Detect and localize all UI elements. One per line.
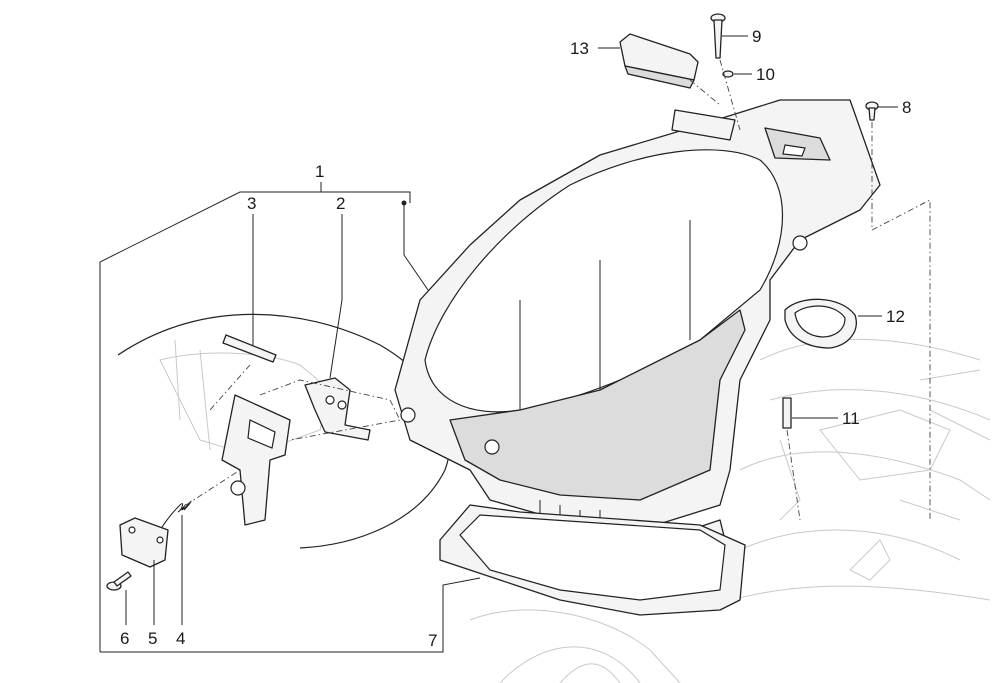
bezel-part-12 [784, 298, 857, 349]
callout-2: 2 [336, 194, 345, 213]
detail-inset [117, 313, 451, 549]
callout-labels: 1 2 3 4 5 6 7 8 9 10 11 12 13 [120, 27, 911, 650]
spring-part-4 [159, 469, 241, 531]
cover-part-13 [619, 33, 721, 106]
screw-part-6 [106, 571, 132, 591]
callout-7: 7 [428, 631, 437, 650]
pin-part-11 [782, 397, 801, 521]
callout-leaders [125, 35, 898, 632]
latch-part-2 [259, 377, 401, 441]
screw-part-8 [865, 101, 931, 520]
callout-6: 6 [120, 629, 129, 648]
callout-5: 5 [148, 629, 157, 648]
callout-11: 11 [842, 409, 860, 428]
callout-1: 1 [315, 162, 324, 181]
callout-9: 9 [752, 27, 761, 46]
bolt-part-9 [710, 13, 741, 131]
callout-4: 4 [176, 629, 185, 648]
callout-12: 12 [886, 307, 905, 326]
callout-3: 3 [247, 194, 256, 213]
storage-compartment [394, 99, 881, 549]
pin-part-3 [209, 334, 277, 411]
callout-10: 10 [756, 65, 775, 84]
assembly-bracket [99, 191, 444, 653]
plate-part-5 [119, 517, 169, 568]
tray-part-7 [439, 504, 746, 616]
callout-13: 13 [570, 39, 589, 58]
callout-8: 8 [902, 98, 911, 117]
